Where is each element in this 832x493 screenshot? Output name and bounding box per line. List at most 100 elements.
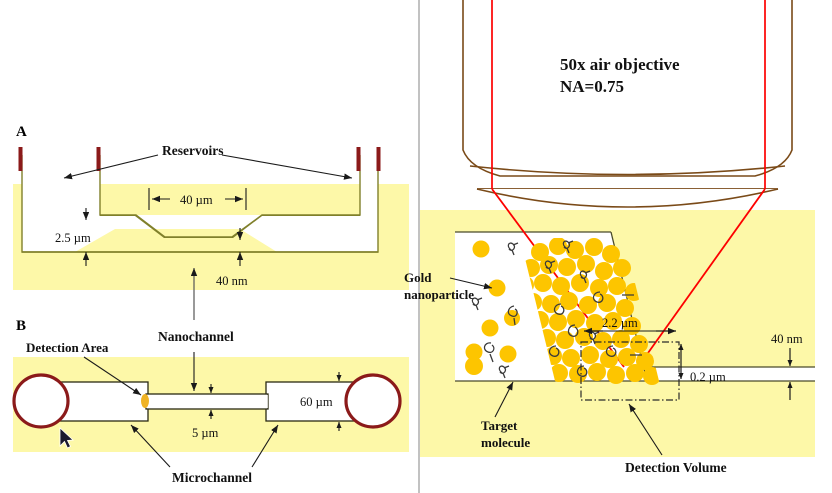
- gold-nanoparticle: [567, 310, 585, 328]
- gold-nanoparticle: [586, 314, 604, 332]
- target-molecule: [548, 345, 560, 357]
- dim-2p2um-label: 2.2 µm: [602, 316, 638, 330]
- target-molecule: [588, 331, 600, 345]
- gold-nanoparticle: [488, 279, 506, 297]
- microchannel-label: Microchannel: [172, 470, 252, 485]
- gold-nanoparticle: [465, 357, 483, 375]
- target-molecule: [471, 297, 483, 311]
- reservoirs-leader-right: [221, 154, 353, 180]
- detection-area-leader: [83, 356, 142, 396]
- dim-5um-label: 5 µm: [192, 426, 219, 440]
- gold-nanoparticle: [600, 350, 618, 368]
- panel-a: A Reservoirs 40 µm 2.5 µm 40 nm: [13, 124, 409, 320]
- gold-nanoparticle: [472, 240, 490, 258]
- gold-nanoparticle: [612, 330, 630, 348]
- detection-volume-label: Detection Volume: [625, 460, 727, 475]
- detection-volume-box: [580, 341, 680, 401]
- gold-nanoparticle: [542, 295, 560, 313]
- reservoirs-leader-left: [63, 154, 159, 180]
- panel-a-letter: A: [16, 124, 27, 140]
- target-molecule: [507, 305, 518, 326]
- gold-nanoparticle: [558, 258, 576, 276]
- gold-nanoparticle: [531, 243, 549, 261]
- gold-nanoparticle-label-line2: nanoparticle: [404, 287, 474, 302]
- nanochannel-label: Nanochannel: [158, 329, 234, 344]
- microchannel-leader-right: [251, 424, 279, 468]
- gold-nanoparticle-leader: [449, 277, 493, 290]
- dim-40um-label: 40 µm: [180, 193, 213, 207]
- gold-nanoparticle: [616, 299, 634, 317]
- dim-60um-label: 60 µm: [300, 395, 333, 409]
- target-molecule-leader: [494, 381, 514, 418]
- objective-lens: [462, 0, 793, 208]
- gold-nanoparticle: [504, 310, 520, 326]
- dim-0p2um-label: 0.2 µm: [690, 370, 726, 384]
- target-molecule: [576, 365, 588, 377]
- gold-nanoparticle-label-line1: Gold: [404, 270, 432, 285]
- gold-nanoparticle: [590, 279, 608, 297]
- nanochannel-bar: [145, 393, 269, 410]
- objective-front-lens: [476, 188, 779, 208]
- target-molecule: [498, 365, 510, 379]
- reservoir-circle-left: [12, 373, 70, 429]
- gold-nanoparticle: [585, 238, 603, 256]
- mouse-pointer-icon: [59, 427, 74, 449]
- gold-nanoparticle: [566, 241, 584, 259]
- gold-nanoparticle: [552, 277, 570, 295]
- target-molecule: [605, 345, 617, 357]
- gold-nanoparticle: [598, 294, 616, 312]
- objective-label-line2: NA=0.75: [560, 77, 624, 96]
- target-molecule: [544, 260, 556, 274]
- gold-nanoparticle: [608, 277, 626, 295]
- gold-nanoparticle: [636, 352, 654, 370]
- gold-nanoparticle: [643, 367, 660, 385]
- gold-nanoparticle: [481, 319, 499, 337]
- target-molecule: [553, 303, 565, 315]
- gold-nanoparticle: [595, 262, 613, 280]
- gold-nanoparticle: [560, 292, 578, 310]
- reservoir-bar-right-outer: [376, 147, 381, 171]
- panel-b-letter: B: [16, 318, 26, 334]
- objective-lens-curve-upper: [469, 165, 786, 176]
- target-molecule: [592, 291, 604, 303]
- microchannel-left: [57, 381, 149, 422]
- target-molecule: [483, 342, 495, 363]
- target-molecule: [507, 242, 519, 256]
- gold-nanoparticle: [562, 349, 580, 367]
- objective-label-line1: 50x air objective: [560, 55, 680, 74]
- panel-right-nanoslot-fill: [647, 367, 815, 381]
- dim-2p5um-label: 2.5 µm: [55, 231, 91, 245]
- gold-nanoparticle: [540, 256, 558, 274]
- cursor-arrow: [59, 427, 74, 449]
- panel-a-dim-40nm-label: 40 nm: [216, 274, 248, 288]
- ray-right-converging: [637, 188, 766, 368]
- target-molecule: [579, 270, 591, 284]
- gold-nanoparticle: [579, 296, 597, 314]
- gold-nanoparticle: [618, 348, 636, 366]
- gold-nanoparticle: [556, 331, 574, 349]
- reservoirs-label: Reservoirs: [162, 143, 223, 158]
- loose-particles-group: [465, 240, 520, 379]
- gold-nanoparticle: [588, 363, 606, 381]
- gold-nanoparticle: [581, 346, 599, 364]
- microchannel-leader-left: [130, 424, 171, 468]
- reservoir-bar-left-inner: [96, 147, 101, 171]
- gold-nanoparticle: [630, 335, 648, 353]
- panel-right-dim-40nm-label: 40 nm: [771, 332, 803, 346]
- detection-area-spot: [141, 394, 149, 408]
- gold-nanoparticle: [607, 366, 625, 384]
- gold-nanoparticle: [613, 259, 631, 277]
- objective-barrel: [462, 0, 793, 177]
- gold-nanoparticle: [604, 312, 622, 330]
- panel-b: B Detection Area Nanochannel Microchanne…: [12, 318, 409, 485]
- gold-nanoparticle: [602, 245, 620, 263]
- gold-nanoparticle: [465, 343, 483, 361]
- reservoir-circle-right: [344, 373, 402, 429]
- nanoparticle-cluster: [520, 238, 660, 385]
- reservoir-bar-left-outer: [18, 147, 23, 171]
- gold-nanoparticle: [594, 332, 612, 350]
- reservoir-bar-right-inner: [356, 147, 361, 171]
- target-molecule: [562, 240, 574, 254]
- gold-nanoparticle: [499, 345, 517, 363]
